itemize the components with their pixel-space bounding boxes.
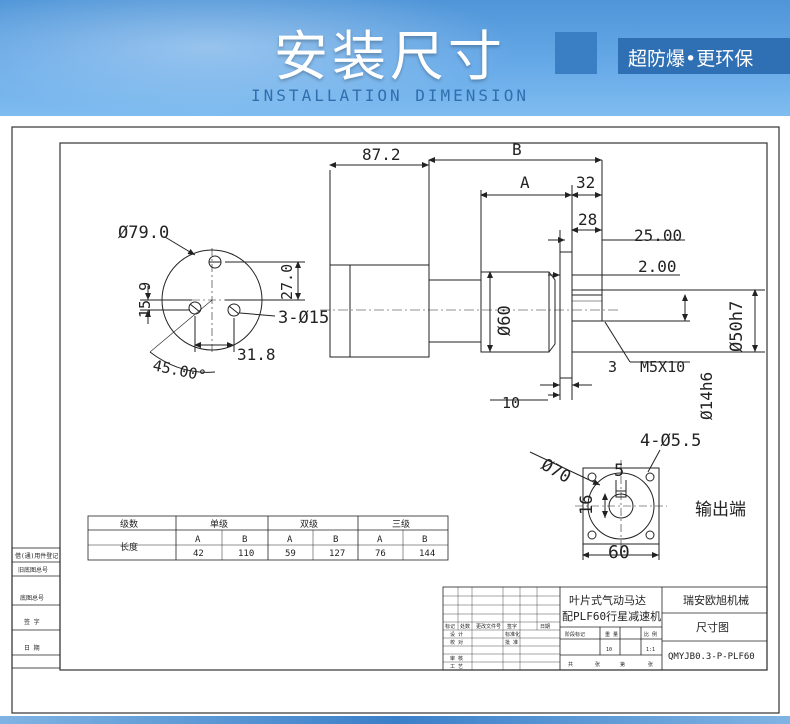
stage-sub-b1: B (242, 535, 247, 545)
slogan-part1: 超防爆 (628, 48, 686, 70)
motor-end-view (140, 236, 305, 373)
weight-label: 重 量 (605, 631, 618, 638)
dim-b: B (512, 140, 522, 159)
stage-val-4: 127 (329, 549, 345, 559)
left-col-item-1: 借(通)用件登记 (15, 552, 58, 560)
stage-sub-b3: B (422, 535, 427, 545)
slogan-box (618, 38, 790, 74)
inner-border (59, 142, 768, 671)
dim-d87-2: 87.2 (362, 145, 401, 164)
sheet-label: 第 (620, 661, 625, 668)
scale-value: 1:1 (646, 647, 655, 653)
std-label: 标准化 (505, 631, 520, 638)
product-line1: 叶片式气动马达 (569, 593, 646, 607)
motor-body (329, 264, 430, 358)
banner-glow (0, 0, 520, 116)
reducer-body (480, 271, 550, 353)
dim-d60b: 60 (608, 542, 630, 563)
dim-d2: 2.00 (638, 257, 677, 276)
stage-val-3: 59 (285, 549, 296, 559)
dim-m5x10: M5X10 (640, 358, 685, 376)
stage-sub-b2: B (333, 535, 338, 545)
footer-bar (0, 716, 790, 724)
stage-mark-label: 阶段标记 (565, 631, 585, 638)
stage-sub-a1: A (195, 535, 201, 545)
dim-d50h7: Ø50h7 (727, 301, 747, 352)
sheets-label: 共 (568, 661, 573, 668)
banner-title: 安装尺寸 (274, 25, 506, 88)
rev-header-2: 处数 (460, 623, 470, 630)
dim-four-d55: 4-Ø5.5 (640, 431, 701, 451)
dim-d79: Ø79.0 (118, 223, 169, 243)
drawing-number: QMYJB0.3-P-PLF60 (668, 652, 755, 662)
left-column (11, 547, 61, 669)
left-col-item-4: 签 字 (24, 618, 40, 626)
rev-header-4: 签字 (507, 623, 517, 630)
company-name: 瑞安欧旭机械 (683, 593, 749, 607)
sheet-unit-2: 张 (648, 661, 653, 668)
sheet-unit-1: 张 (595, 661, 600, 668)
banner-subtitle: INSTALLATION DIMENSION (251, 86, 529, 105)
dim-d5: 5 (614, 461, 624, 481)
product-line2: 配PLF60行星减速机 (562, 609, 661, 623)
left-col-item-5: 日 期 (24, 644, 40, 652)
stage-single: 单级 (210, 518, 228, 530)
drawing-name: 尺寸图 (696, 620, 729, 634)
rev-header-1: 标记 (445, 623, 455, 630)
slogan-part2: 更环保 (696, 48, 754, 70)
technical-drawing: Ø79.0 27.0 15.9 3-Ø15 31.8 45.00° (11, 126, 780, 714)
stage-val-2: 110 (238, 549, 254, 559)
role-check: 校 对 (450, 639, 463, 646)
stage-sub-a3: A (377, 535, 383, 545)
dim-d10: 10 (502, 394, 520, 412)
stage-val-6: 144 (419, 549, 435, 559)
slogan: 超防爆•更环保 (628, 44, 753, 71)
stage-double: 双级 (300, 518, 318, 530)
dim-d3: 3 (608, 358, 617, 376)
approve-label: 批 准 (505, 639, 518, 646)
dim-d32: 32 (576, 173, 595, 192)
header-banner: 安装尺寸 INSTALLATION DIMENSION 超防爆•更环保 (0, 0, 790, 116)
dim-d16: 16 (577, 495, 597, 515)
output-shaft (571, 294, 603, 322)
stage-triple: 三级 (392, 518, 410, 530)
scale-label: 比 例 (644, 631, 657, 638)
dim-ang45: 45.00° (151, 356, 208, 385)
stage-val-1: 42 (193, 549, 204, 559)
rev-header-5: 日期 (540, 624, 550, 630)
outer-border (11, 126, 780, 714)
dim-d15-9: 15.9 (136, 282, 154, 318)
output-end-view (529, 449, 667, 560)
dim-three-d15: 3-Ø15 (278, 308, 329, 328)
hole-right (227, 303, 241, 317)
stage-header-label: 级数 (120, 518, 138, 530)
output-flange (559, 251, 573, 379)
stage-table (87, 515, 449, 561)
dim-d60: Ø60 (495, 305, 515, 336)
stage-length-label: 长度 (120, 541, 138, 553)
dim-a: A (520, 173, 530, 192)
dim-d27: 27.0 (278, 264, 296, 300)
left-col-item-3: 底图总号 (20, 594, 44, 602)
side-view (320, 157, 765, 401)
rev-header-3: 更改文件号 (476, 623, 501, 630)
slogan-dot: • (685, 48, 697, 70)
role-review: 审 核 (450, 655, 463, 662)
left-col-item-2: 旧底图总号 (18, 566, 48, 574)
dim-d25: 25.00 (634, 226, 682, 245)
decor-square (555, 32, 597, 74)
role-design: 设 计 (450, 631, 463, 638)
dim-d28: 28 (578, 210, 597, 229)
weight-value: 10 (606, 647, 612, 653)
dim-d14h6: Ø14h6 (697, 372, 716, 420)
dim-d70: Ø70 (538, 455, 575, 488)
dim-d31-8: 31.8 (237, 345, 276, 364)
output-end-label: 输出端 (695, 500, 746, 520)
stage-val-5: 76 (375, 549, 386, 559)
role-process: 工 艺 (450, 664, 463, 670)
title-block (442, 586, 768, 671)
stage-sub-a2: A (287, 535, 293, 545)
